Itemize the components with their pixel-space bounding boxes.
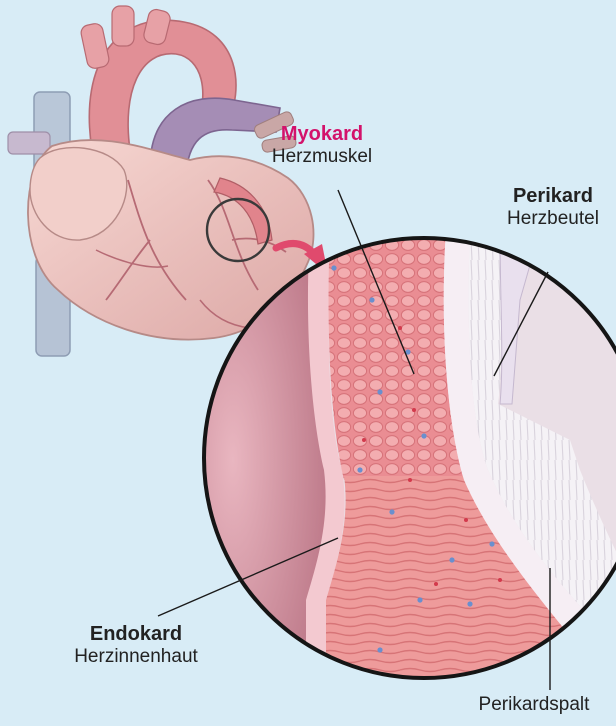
myocardium-cells xyxy=(329,230,464,480)
aortic-branch-2 xyxy=(112,6,134,46)
aortic-branch-1 xyxy=(80,22,111,70)
myokard-subtitle: Herzmuskel xyxy=(252,146,392,169)
label-myokard: Myokard Herzmuskel xyxy=(252,122,392,169)
label-endokard: Endokard Herzinnenhaut xyxy=(38,622,234,669)
pulmonary-vein-left xyxy=(8,132,50,154)
perikard-subtitle: Herzbeutel xyxy=(490,208,616,231)
myokard-title: Myokard xyxy=(252,122,392,146)
label-perikardspalt: Perikardspalt xyxy=(452,694,616,717)
endokard-title: Endokard xyxy=(38,622,234,646)
endokard-subtitle: Herzinnenhaut xyxy=(38,646,234,669)
label-perikard: Perikard Herzbeutel xyxy=(490,184,616,231)
perikard-title: Perikard xyxy=(490,184,616,208)
perikardspalt-subtitle: Perikardspalt xyxy=(452,694,616,717)
